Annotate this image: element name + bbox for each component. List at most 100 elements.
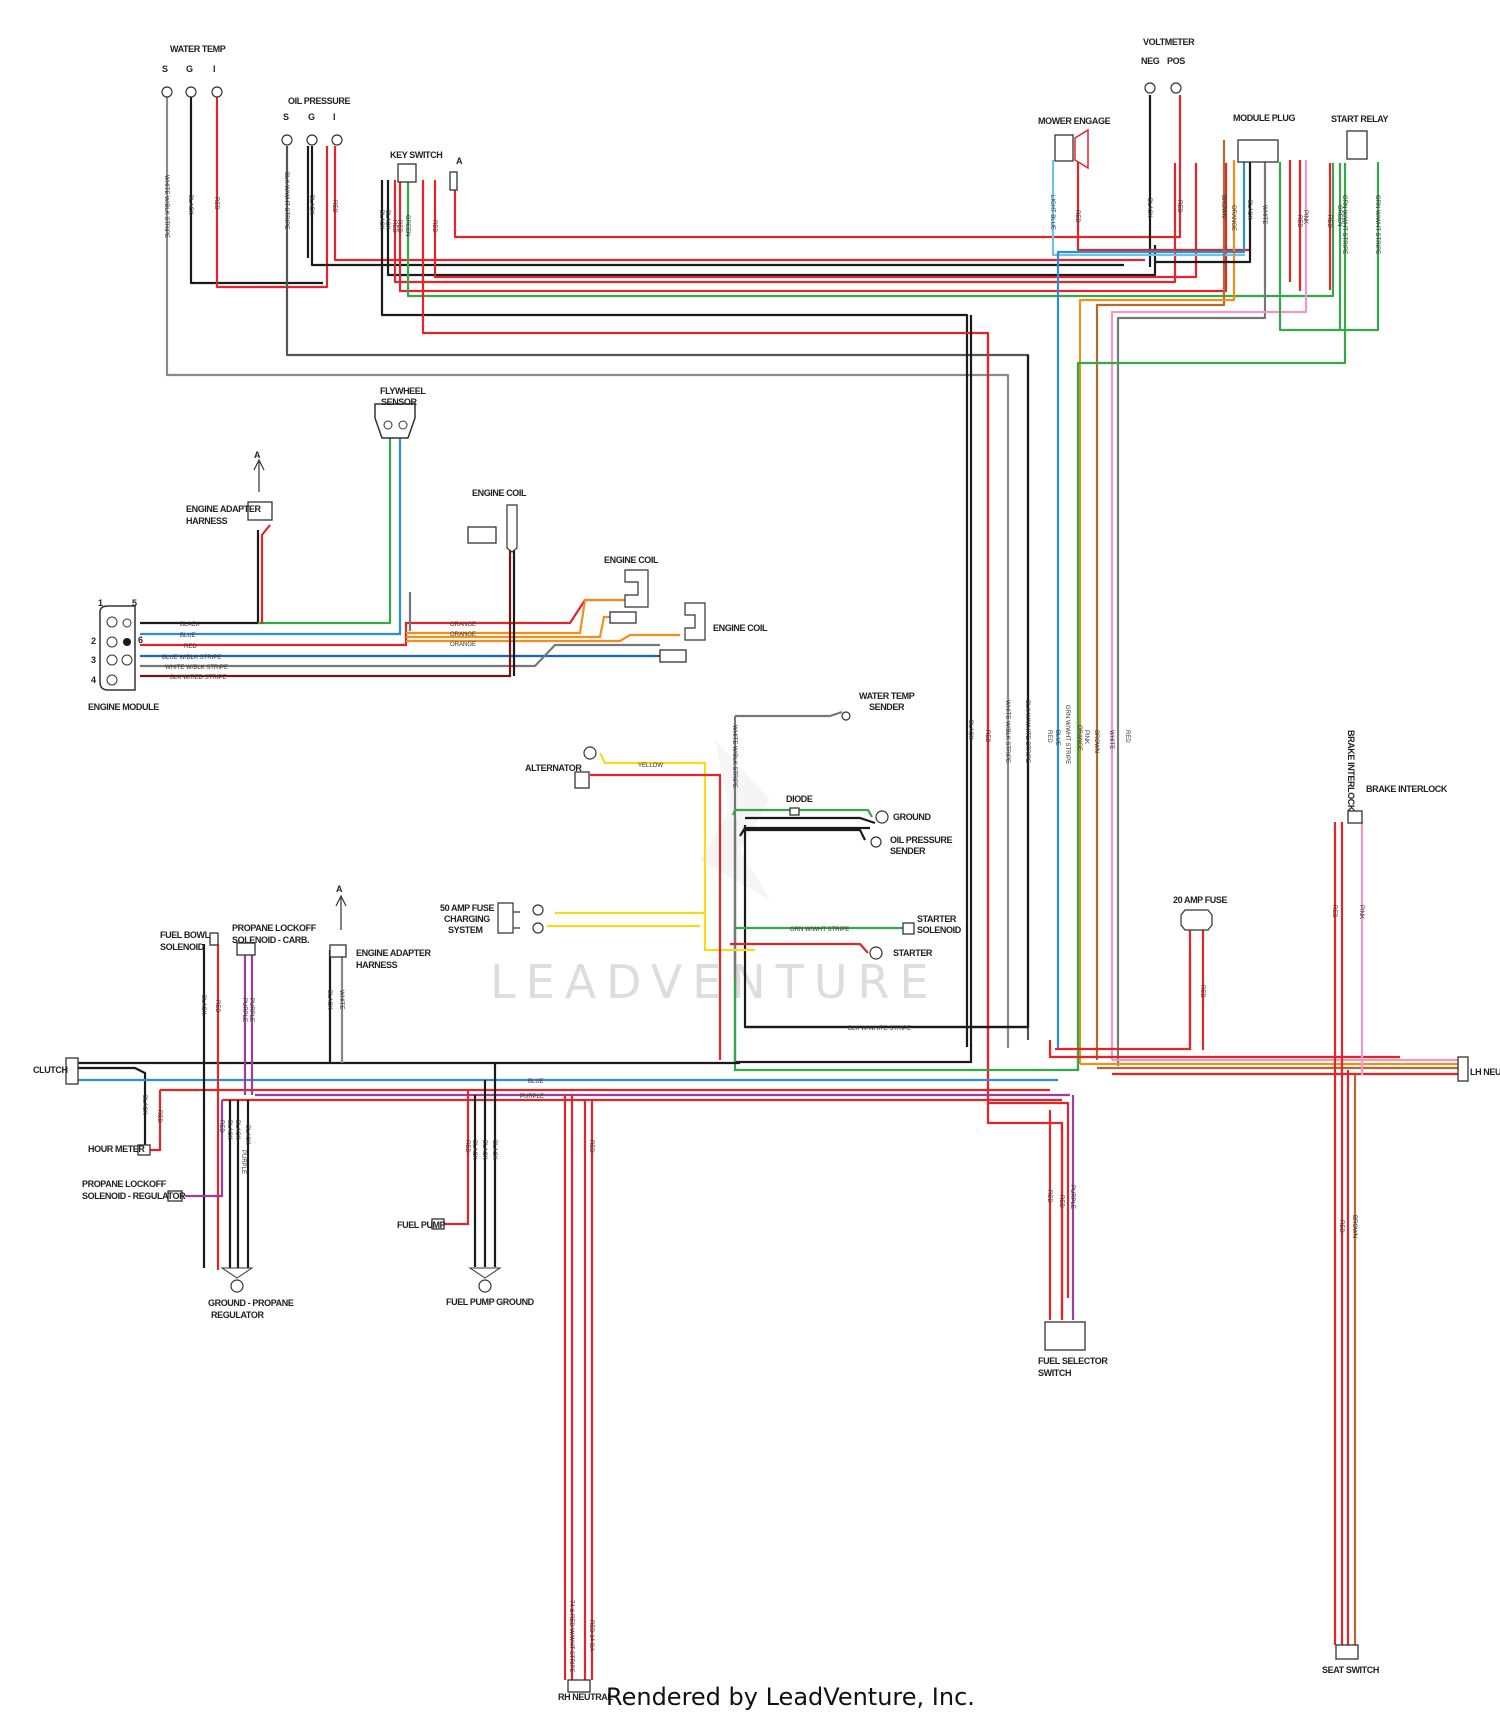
starter-solenoid-label-2: SOLENOID: [917, 925, 962, 935]
vl-tr-white: WHITE W/BLK STRIPE: [1004, 700, 1010, 763]
oil-pressure-sender-label-2: SENDER: [890, 846, 926, 856]
wire-black-bot2: [75, 1066, 147, 1150]
vl-ks-black1: BLACK: [378, 210, 384, 230]
vl-me-red: RED: [1074, 210, 1080, 223]
vl-ks-red: RED: [391, 220, 397, 233]
wlbl-blk-red: BLK W/RED STRIPE: [170, 675, 226, 681]
start-relay-connector[interactable]: [1346, 130, 1368, 160]
seat-switch-connector[interactable]: [1335, 1644, 1359, 1660]
ground-terminal[interactable]: [875, 810, 889, 824]
pin-m2: 2: [91, 636, 96, 646]
propane-regulator-connector[interactable]: [167, 1190, 183, 1202]
water-temp-sender-terminal[interactable]: [841, 711, 851, 721]
engine-coil-1[interactable]: [467, 526, 497, 544]
module-plug-connector[interactable]: [1237, 139, 1279, 163]
fuel-pump-connector[interactable]: [431, 1218, 445, 1230]
watermark: LEADVENTURE: [490, 740, 929, 1009]
wire-red-st: [730, 942, 869, 954]
vl-tr-red: RED: [984, 730, 990, 743]
engine-coil-2[interactable]: [624, 569, 649, 608]
vl-ss-red: RED: [1338, 1220, 1344, 1233]
water-temp-g-terminal[interactable]: [185, 86, 197, 98]
clutch-connector[interactable]: [65, 1057, 79, 1085]
oil-pressure-g-terminal[interactable]: [306, 134, 318, 146]
lh-neutral-connector[interactable]: [1457, 1056, 1469, 1082]
component-symbols: [65, 82, 1469, 1693]
wire-red-trunk3: [1048, 1040, 1400, 1059]
water-temp-s-terminal[interactable]: [161, 86, 173, 98]
engine-adapter-harness-bottom[interactable]: [329, 944, 347, 958]
rh-neutral-connector[interactable]: [567, 1679, 591, 1693]
pin-i1: I: [213, 64, 215, 74]
wire-red-ks4: [433, 163, 1198, 279]
engine-module-wires: [140, 438, 680, 678]
wlbl-white-blk: WHITE W/BLK STRIPE: [165, 665, 228, 671]
arrow-up-icon-b: [335, 894, 347, 930]
wire-black-wt: [189, 92, 323, 285]
water-temp-i-terminal[interactable]: [211, 86, 223, 98]
engine-adapter-harness-top[interactable]: [247, 501, 273, 521]
alternator-terminal-a[interactable]: [583, 746, 597, 760]
fuel-selector-switch[interactable]: [1044, 1321, 1086, 1351]
mower-engage-connector[interactable]: [1054, 134, 1074, 162]
wire-blue-me: [1051, 160, 1245, 257]
vl-rh-a: 74 & RED W/WHT STRIPE: [568, 1600, 574, 1673]
vl-rh-b: RED 14 GA: [588, 1620, 594, 1651]
key-switch-connector[interactable]: [397, 163, 417, 183]
wire-blue-mp: [1056, 160, 1246, 1050]
ground-propane-terminal[interactable]: [230, 1279, 244, 1293]
alternator-connector[interactable]: [574, 771, 590, 789]
starter-terminal[interactable]: [869, 946, 883, 960]
fuel-pump-ground-terminal[interactable]: [478, 1279, 492, 1293]
brake-interlock-connector[interactable]: [1347, 810, 1363, 824]
wire-red-me: [1076, 160, 1250, 252]
engine-coil-3-plug[interactable]: [659, 649, 687, 663]
wire-green-gnd: [731, 808, 873, 818]
vl-mp-white: WHITE: [1261, 205, 1267, 224]
vl-tr-white2: WHITE: [1108, 730, 1114, 749]
key-switch-terminal-a[interactable]: [449, 171, 458, 191]
voltmeter-pos-terminal[interactable]: [1170, 82, 1182, 94]
top-harness: [165, 92, 1380, 1298]
fuel-pump-label: FUEL PUMP: [397, 1220, 446, 1230]
vertical-wire-labels: WHITE W/BLK STRIPE BLACK RED BLK W/WHT S…: [141, 172, 1380, 1673]
propane-carb-connector[interactable]: [236, 942, 256, 956]
engine-adapter-b-label-2: HARNESS: [356, 960, 398, 970]
vl-tr-grn: GRN W/WHT STRIPE: [1064, 705, 1070, 764]
fuel-pump-ground-label: FUEL PUMP GROUND: [446, 1297, 535, 1307]
fuel-bowl-connector[interactable]: [209, 932, 219, 946]
voltmeter-neg-terminal[interactable]: [1144, 82, 1156, 94]
vl-ea-black: BLACK: [326, 990, 332, 1010]
oil-pressure-s-terminal[interactable]: [281, 134, 293, 146]
charging-terminal-b[interactable]: [532, 922, 544, 934]
flywheel-sensor-icon[interactable]: [374, 403, 416, 439]
vl-fs-purple: PURPLE: [1069, 1185, 1075, 1209]
fuse-20-amp-icon[interactable]: [1180, 909, 1213, 931]
engine-coil-2-plug[interactable]: [609, 611, 637, 624]
vl-ks-green: GREEN: [404, 215, 410, 236]
pin-s2: S: [283, 112, 289, 122]
charging-terminal-a[interactable]: [532, 904, 544, 916]
vl-mp-black: BLACK: [1246, 200, 1252, 220]
vl-op-black: BLACK: [308, 195, 314, 215]
wire-white-op: [285, 146, 1030, 1040]
vl-cl-black: BLACK: [141, 1095, 147, 1115]
oil-pressure-sender-terminal[interactable]: [870, 836, 882, 848]
engine-module-icon[interactable]: [99, 605, 136, 691]
oil-pressure-i-terminal[interactable]: [331, 134, 343, 146]
pin-neg: NEG: [1141, 56, 1160, 66]
starter-solenoid-connector[interactable]: [902, 922, 915, 935]
pin-m5: 5: [132, 598, 137, 608]
brake-interlock-label: BRAKE INTERLOCK: [1366, 784, 1448, 794]
ground-propane-label-2: REGULATOR: [211, 1310, 264, 1320]
vl-fs-red: RED: [1046, 1190, 1052, 1203]
engine-coil-3[interactable]: [684, 602, 706, 641]
hour-meter-connector[interactable]: [137, 1144, 151, 1156]
vl-ss-brown: BROWN: [1351, 1215, 1357, 1238]
charging-connector[interactable]: [497, 902, 520, 934]
vl-mp-red: RED: [1296, 215, 1302, 228]
vl-ks-red3: RED: [431, 220, 437, 233]
engine-coil-plug-icon[interactable]: [506, 504, 518, 553]
fuse-20-label: 20 AMP FUSE: [1173, 895, 1228, 905]
